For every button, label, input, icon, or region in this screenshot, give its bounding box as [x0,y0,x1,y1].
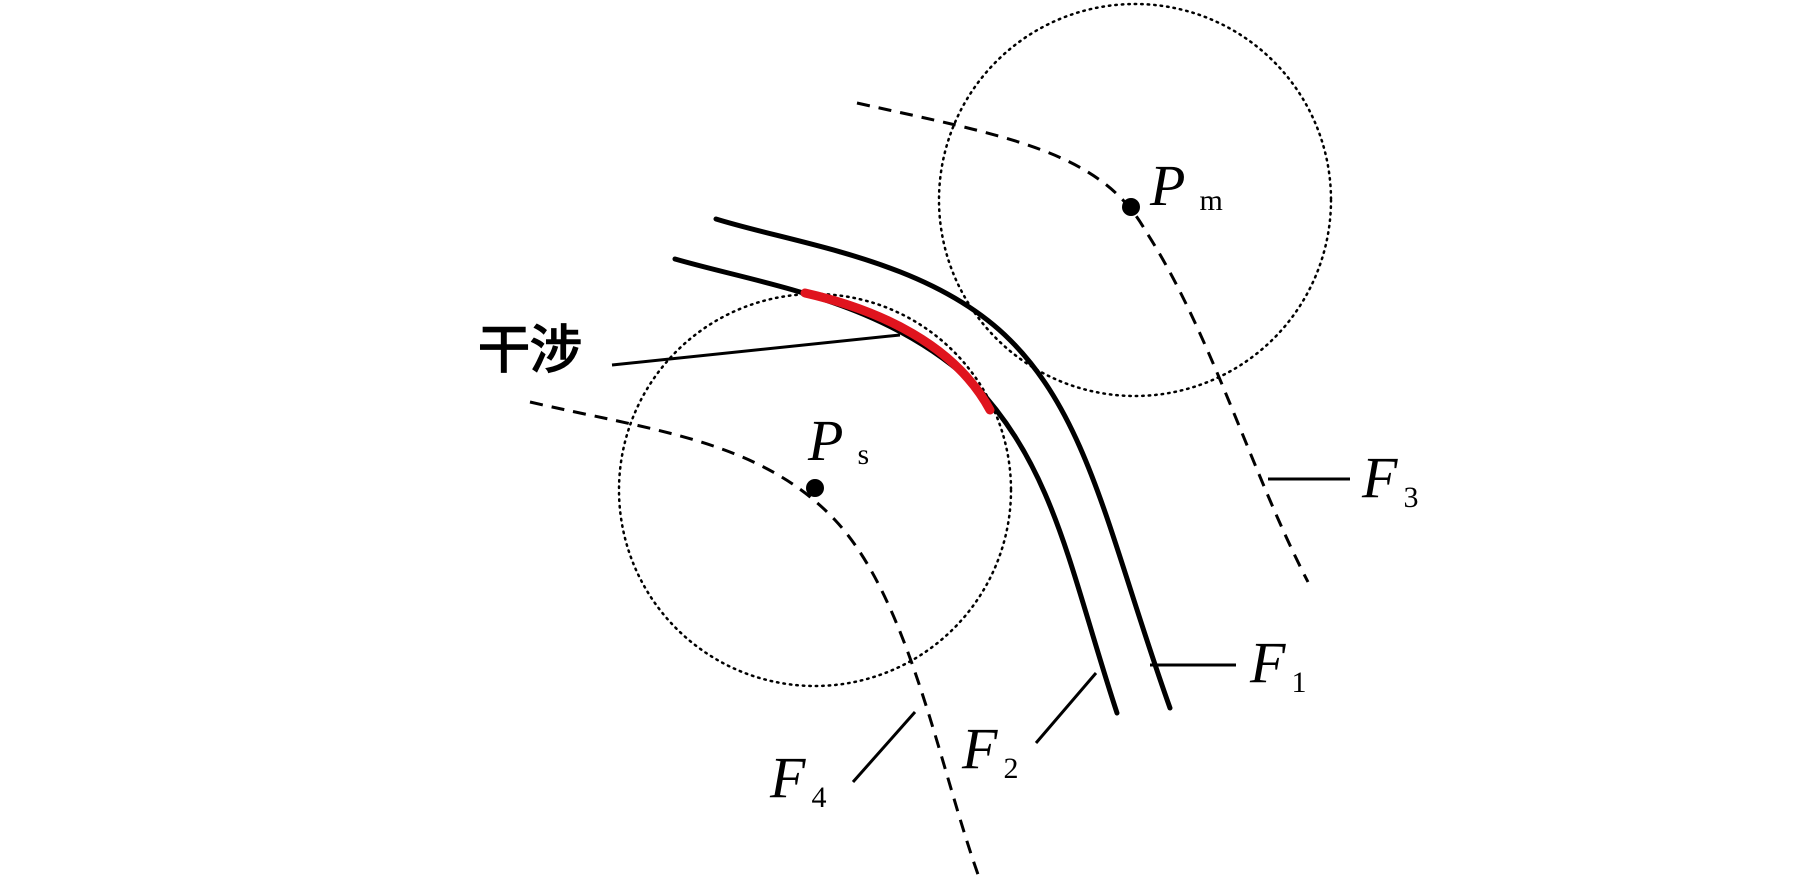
point-ps [806,479,824,497]
curve-f4 [529,400,982,881]
label-interference: 干涉 [478,321,582,381]
curve-f1 [713,216,1173,711]
point-pm [1122,198,1140,216]
circle-pm [937,2,1333,398]
interference-segment [800,288,995,415]
leader-f2 [1034,672,1098,744]
leader-interference [611,333,901,367]
leader-f4 [851,711,917,783]
